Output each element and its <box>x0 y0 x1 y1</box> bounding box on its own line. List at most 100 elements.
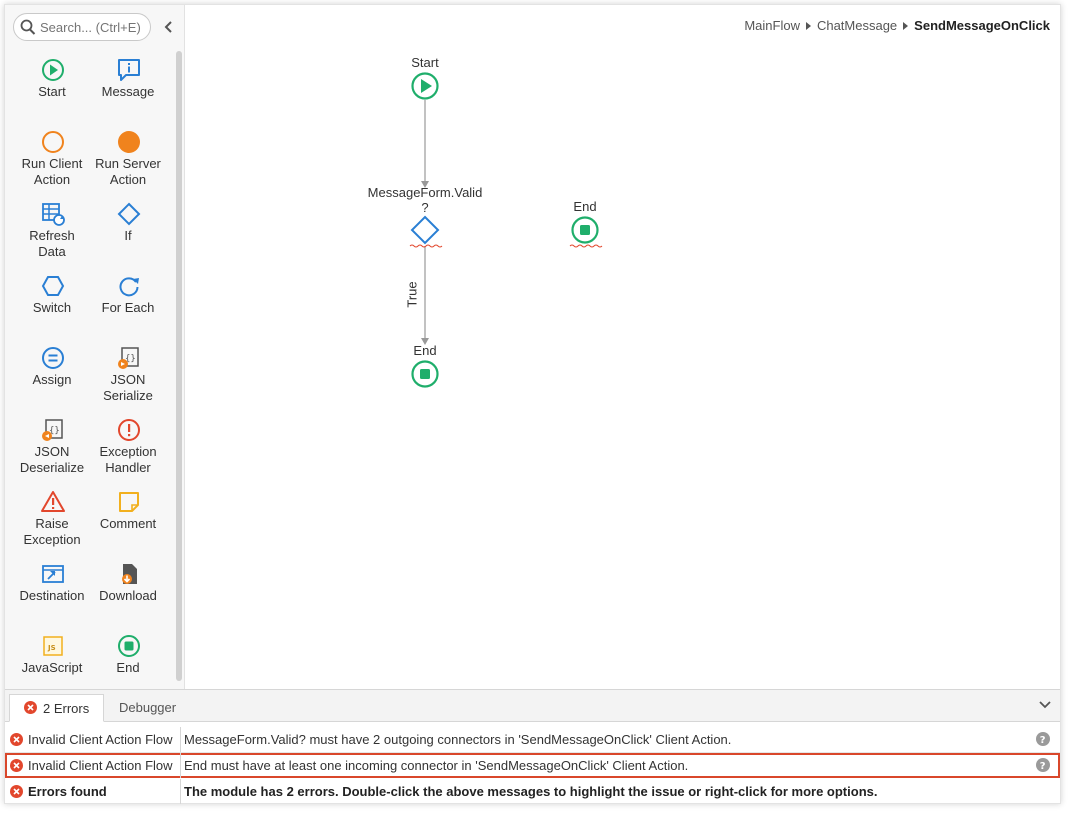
tool-raise-exception[interactable]: Raise Exception <box>14 489 90 553</box>
if-node-label-suffix: ? <box>421 200 429 215</box>
tool-label: For Each <box>101 300 155 315</box>
tool-label: Assign <box>32 372 72 387</box>
error-message: End must have at least one incoming conn… <box>184 758 689 773</box>
error-squiggle <box>409 244 443 248</box>
tool-label: End <box>116 660 140 675</box>
json-serialize-icon: {} <box>116 345 142 371</box>
assign-icon <box>40 345 66 371</box>
tool-label: Run Client Action <box>21 156 83 187</box>
error-icon <box>24 696 37 724</box>
breadcrumb-item-mainflow[interactable]: MainFlow <box>744 18 800 34</box>
exception-handler-icon <box>116 417 142 443</box>
errors-summary-message: The module has 2 errors. Double-click th… <box>184 784 878 799</box>
help-icon[interactable]: ? <box>1036 758 1050 775</box>
end-icon <box>116 633 142 659</box>
tool-label: JavaScript <box>21 660 83 675</box>
error-message: MessageForm.Valid? must have 2 outgoing … <box>184 732 732 747</box>
tool-label: Destination <box>19 588 85 603</box>
breadcrumb-current: SendMessageOnClick <box>914 18 1050 34</box>
tool-if[interactable]: If <box>90 201 166 265</box>
connector-true-label: True <box>404 281 420 308</box>
start-node-label: Start <box>411 55 439 70</box>
svg-text:JS: JS <box>47 644 56 652</box>
tool-label: Exception Handler <box>99 444 157 475</box>
error-type-cell: Invalid Client Action Flow <box>5 727 181 752</box>
tool-run-client-action[interactable]: Run Client Action <box>14 129 90 193</box>
start-icon <box>40 57 66 83</box>
tool-label: Download <box>99 588 157 603</box>
toolbox-search-row <box>13 13 178 43</box>
breadcrumb-separator-icon <box>903 21 909 30</box>
tool-run-server-action[interactable]: Run Server Action <box>90 129 166 193</box>
end-node-disconnected-label: End <box>573 199 597 214</box>
errors-summary-row[interactable]: Errors found The module has 2 errors. Do… <box>5 779 1060 804</box>
svg-text:{}: {} <box>49 426 60 436</box>
collapse-toolbox-chevron-icon[interactable] <box>161 18 177 36</box>
tool-label: JSON Serialize <box>103 372 153 403</box>
row-divider <box>5 752 1060 753</box>
raise-exception-icon <box>40 489 66 515</box>
tool-download[interactable]: Download <box>90 561 166 625</box>
destination-icon <box>40 561 66 587</box>
breadcrumb-separator-icon <box>805 21 811 30</box>
tool-label: If <box>124 228 132 243</box>
run-client-action-icon <box>40 129 66 155</box>
json-deserialize-icon: {} <box>40 417 66 443</box>
connector-arrowhead <box>421 181 429 188</box>
tab-debugger[interactable]: Debugger <box>105 694 190 722</box>
run-server-action-icon <box>116 129 142 155</box>
error-type: Invalid Client Action Flow <box>28 758 173 773</box>
error-type-cell: Invalid Client Action Flow <box>5 753 181 778</box>
toolbox-scrollbar[interactable] <box>176 51 182 681</box>
breadcrumb-item-chatmessage[interactable]: ChatMessage <box>816 18 898 34</box>
svg-text:{}: {} <box>125 354 136 364</box>
tool-message[interactable]: Message <box>90 57 166 121</box>
refresh-data-icon <box>40 201 66 227</box>
tool-refresh-data[interactable]: Refresh Data <box>14 201 90 265</box>
start-node-icon[interactable] <box>411 72 439 100</box>
download-icon <box>116 561 142 587</box>
tool-label: Run Server Action <box>95 156 161 187</box>
tool-label: Refresh Data <box>29 228 75 259</box>
tool-json-deserialize[interactable]: {} JSON Deserialize <box>14 417 90 481</box>
tab-debugger-label: Debugger <box>119 700 177 715</box>
if-node-icon[interactable] <box>409 215 443 248</box>
end-node-icon[interactable] <box>411 360 439 388</box>
panel-tabs: 2 Errors Debugger <box>5 690 1060 722</box>
flow-diagram <box>409 72 603 388</box>
tool-start[interactable]: Start <box>14 57 90 121</box>
search-icon <box>20 18 36 39</box>
flow-canvas[interactable]: MainFlow ChatMessage SendMessageOnClick <box>186 5 1060 689</box>
toolbox-search-box[interactable] <box>13 13 151 41</box>
comment-icon <box>116 489 142 515</box>
error-squiggle <box>569 244 603 248</box>
svg-text:?: ? <box>1040 735 1046 746</box>
errors-panel: 2 Errors Debugger Invalid Client Action … <box>5 689 1060 804</box>
toolbox-search-input[interactable] <box>40 18 146 36</box>
breadcrumb: MainFlow ChatMessage SendMessageOnClick <box>744 17 1050 33</box>
collapse-panel-chevron-icon[interactable] <box>1038 698 1052 712</box>
tool-json-serialize[interactable]: {} JSON Serialize <box>90 345 166 409</box>
tool-end[interactable]: End <box>90 633 166 697</box>
tool-for-each[interactable]: For Each <box>90 273 166 337</box>
error-icon <box>10 785 23 801</box>
tool-label: JSON Deserialize <box>19 444 85 475</box>
error-row[interactable]: Invalid Client Action Flow MessageForm.V… <box>5 727 1060 752</box>
help-icon[interactable]: ? <box>1036 732 1050 749</box>
tool-destination[interactable]: Destination <box>14 561 90 625</box>
tool-javascript[interactable]: JS JavaScript <box>14 633 90 697</box>
tool-exception-handler[interactable]: Exception Handler <box>90 417 166 481</box>
for-each-icon <box>116 273 142 299</box>
tab-errors[interactable]: 2 Errors <box>9 694 105 724</box>
end-node-label: End <box>413 343 437 358</box>
errors-summary-type: Errors found <box>28 784 107 799</box>
connector-arrowhead <box>421 338 429 345</box>
error-type: Invalid Client Action Flow <box>28 732 173 747</box>
tool-comment[interactable]: Comment <box>90 489 166 553</box>
tool-switch[interactable]: Switch <box>14 273 90 337</box>
end-node-disconnected-icon[interactable] <box>569 216 603 248</box>
error-row-selected[interactable]: Invalid Client Action Flow End must have… <box>5 753 1060 778</box>
toolbox-panel: Start Message Run Client Action Run Serv… <box>5 5 185 689</box>
tool-assign[interactable]: Assign <box>14 345 90 409</box>
if-node-label: MessageForm.Valid <box>367 185 483 200</box>
